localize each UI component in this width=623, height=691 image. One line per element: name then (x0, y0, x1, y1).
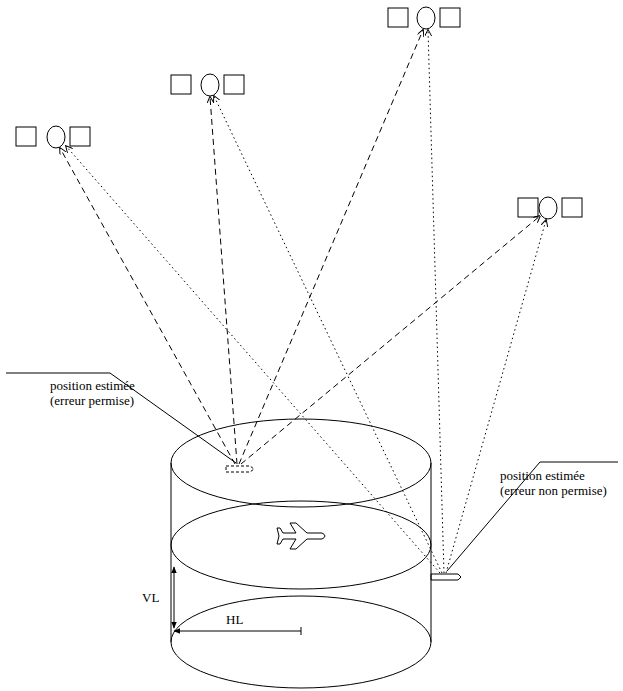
dimension-arrows (174, 567, 301, 635)
estimated-position (226, 466, 254, 472)
estimated-position (431, 574, 461, 580)
dotted-ranges (66, 30, 546, 573)
dimension-label: HL (226, 612, 256, 627)
callout-label: position estimée (erreur non permise) (500, 468, 620, 498)
airplane-symbol (277, 523, 325, 549)
dimension-label: VL (142, 590, 172, 605)
tolerance-cylinder (171, 419, 431, 688)
satellite-symbols (16, 7, 582, 219)
callout-label: position estimée (erreur permise) (50, 378, 162, 408)
